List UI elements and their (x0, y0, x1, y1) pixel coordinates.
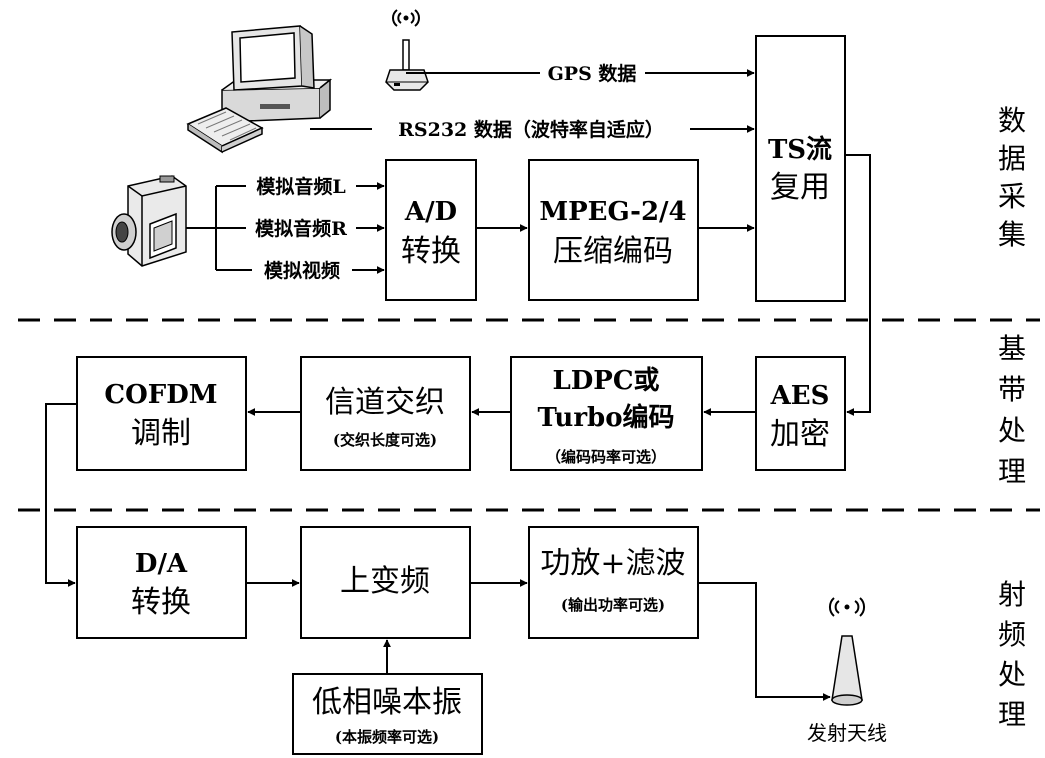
da-converter-block (76, 526, 247, 639)
section-char: 理 (998, 698, 1026, 731)
lo-block-title: 低相噪本振 (312, 685, 462, 720)
section-char: 频 (998, 618, 1026, 651)
section-char: 据 (998, 142, 1026, 175)
section-char: 数 (998, 104, 1026, 137)
section-char: 采 (998, 180, 1026, 213)
pa-filter-block (528, 526, 699, 639)
aes-block-title: AES (770, 381, 830, 411)
upconverter-block (300, 526, 471, 639)
cofdm-modulator-block (76, 356, 247, 471)
ldpc-block-subtitle: Turbo编码 (537, 402, 674, 433)
mpeg-block-title: MPEG-2/4 (539, 197, 686, 227)
section-label-rf: 射 频 处 理 (998, 578, 1026, 731)
analog-video-label: 模拟视频 (264, 259, 340, 282)
da-block-title: D/A (135, 549, 188, 579)
camcorder-outputs-bus (186, 182, 385, 274)
pa-block-title: 功放+滤波 (540, 546, 685, 581)
upconverter-block-title: 上变频 (340, 564, 430, 599)
ts-block-title: TS流 (768, 135, 832, 165)
ts-mux-block (755, 35, 846, 302)
section-char: 理 (998, 455, 1026, 488)
section-label-data-acquisition: 数 据 采 集 (998, 104, 1026, 251)
section-char: 集 (998, 218, 1026, 251)
computer-icon (186, 25, 333, 154)
ad-converter-block (385, 159, 477, 301)
ad-block-title: A/D (404, 197, 457, 227)
analog-audio-l-label: 模拟音频L (256, 175, 345, 198)
local-oscillator-block (292, 673, 483, 755)
antenna-icon (828, 597, 866, 706)
pa-block-note: (输出功率可选) (561, 596, 665, 614)
ldpc-block-title: LDPC或 (552, 366, 659, 396)
section-char: 处 (998, 414, 1026, 447)
mpeg-block-subtitle: 压缩编码 (553, 234, 673, 269)
antenna-label: 发射天线 (807, 721, 887, 745)
cofdm-to-da-arrow (45, 403, 77, 587)
ts-block-subtitle: 复用 (770, 170, 830, 205)
interleave-block-note: (交织长度可选) (333, 431, 437, 449)
ldpc-turbo-block (510, 356, 703, 471)
camcorder-icon (111, 175, 187, 267)
rs232-data-label: RS232 数据（波特率自适应） (398, 118, 664, 141)
cofdm-block-title: COFDM (104, 380, 217, 410)
aes-block-subtitle: 加密 (770, 417, 830, 452)
da-block-subtitle: 转换 (131, 585, 191, 620)
interleave-block-title: 信道交织 (325, 385, 445, 420)
section-char: 射 (998, 578, 1026, 611)
pa-to-antenna-arrow (698, 582, 831, 701)
section-label-baseband: 基 带 处 理 (998, 332, 1026, 488)
gps-data-label: GPS 数据 (548, 62, 637, 85)
cofdm-block-subtitle: 调制 (131, 416, 191, 451)
section-char: 处 (998, 658, 1026, 691)
gps-receiver-icon (385, 9, 429, 91)
mpeg-encoder-block (528, 159, 699, 301)
ldpc-block-note: （编码码率可选） (546, 448, 666, 466)
section-char: 基 (998, 332, 1026, 365)
ad-block-subtitle: 转换 (401, 234, 461, 269)
lo-block-note: (本振频率可选) (335, 728, 439, 746)
interleaver-block (300, 356, 471, 471)
analog-audio-r-label: 模拟音频R (255, 217, 347, 240)
aes-encrypt-block (755, 356, 846, 471)
ts-to-aes-arrow (845, 154, 871, 416)
section-char: 带 (998, 373, 1026, 406)
